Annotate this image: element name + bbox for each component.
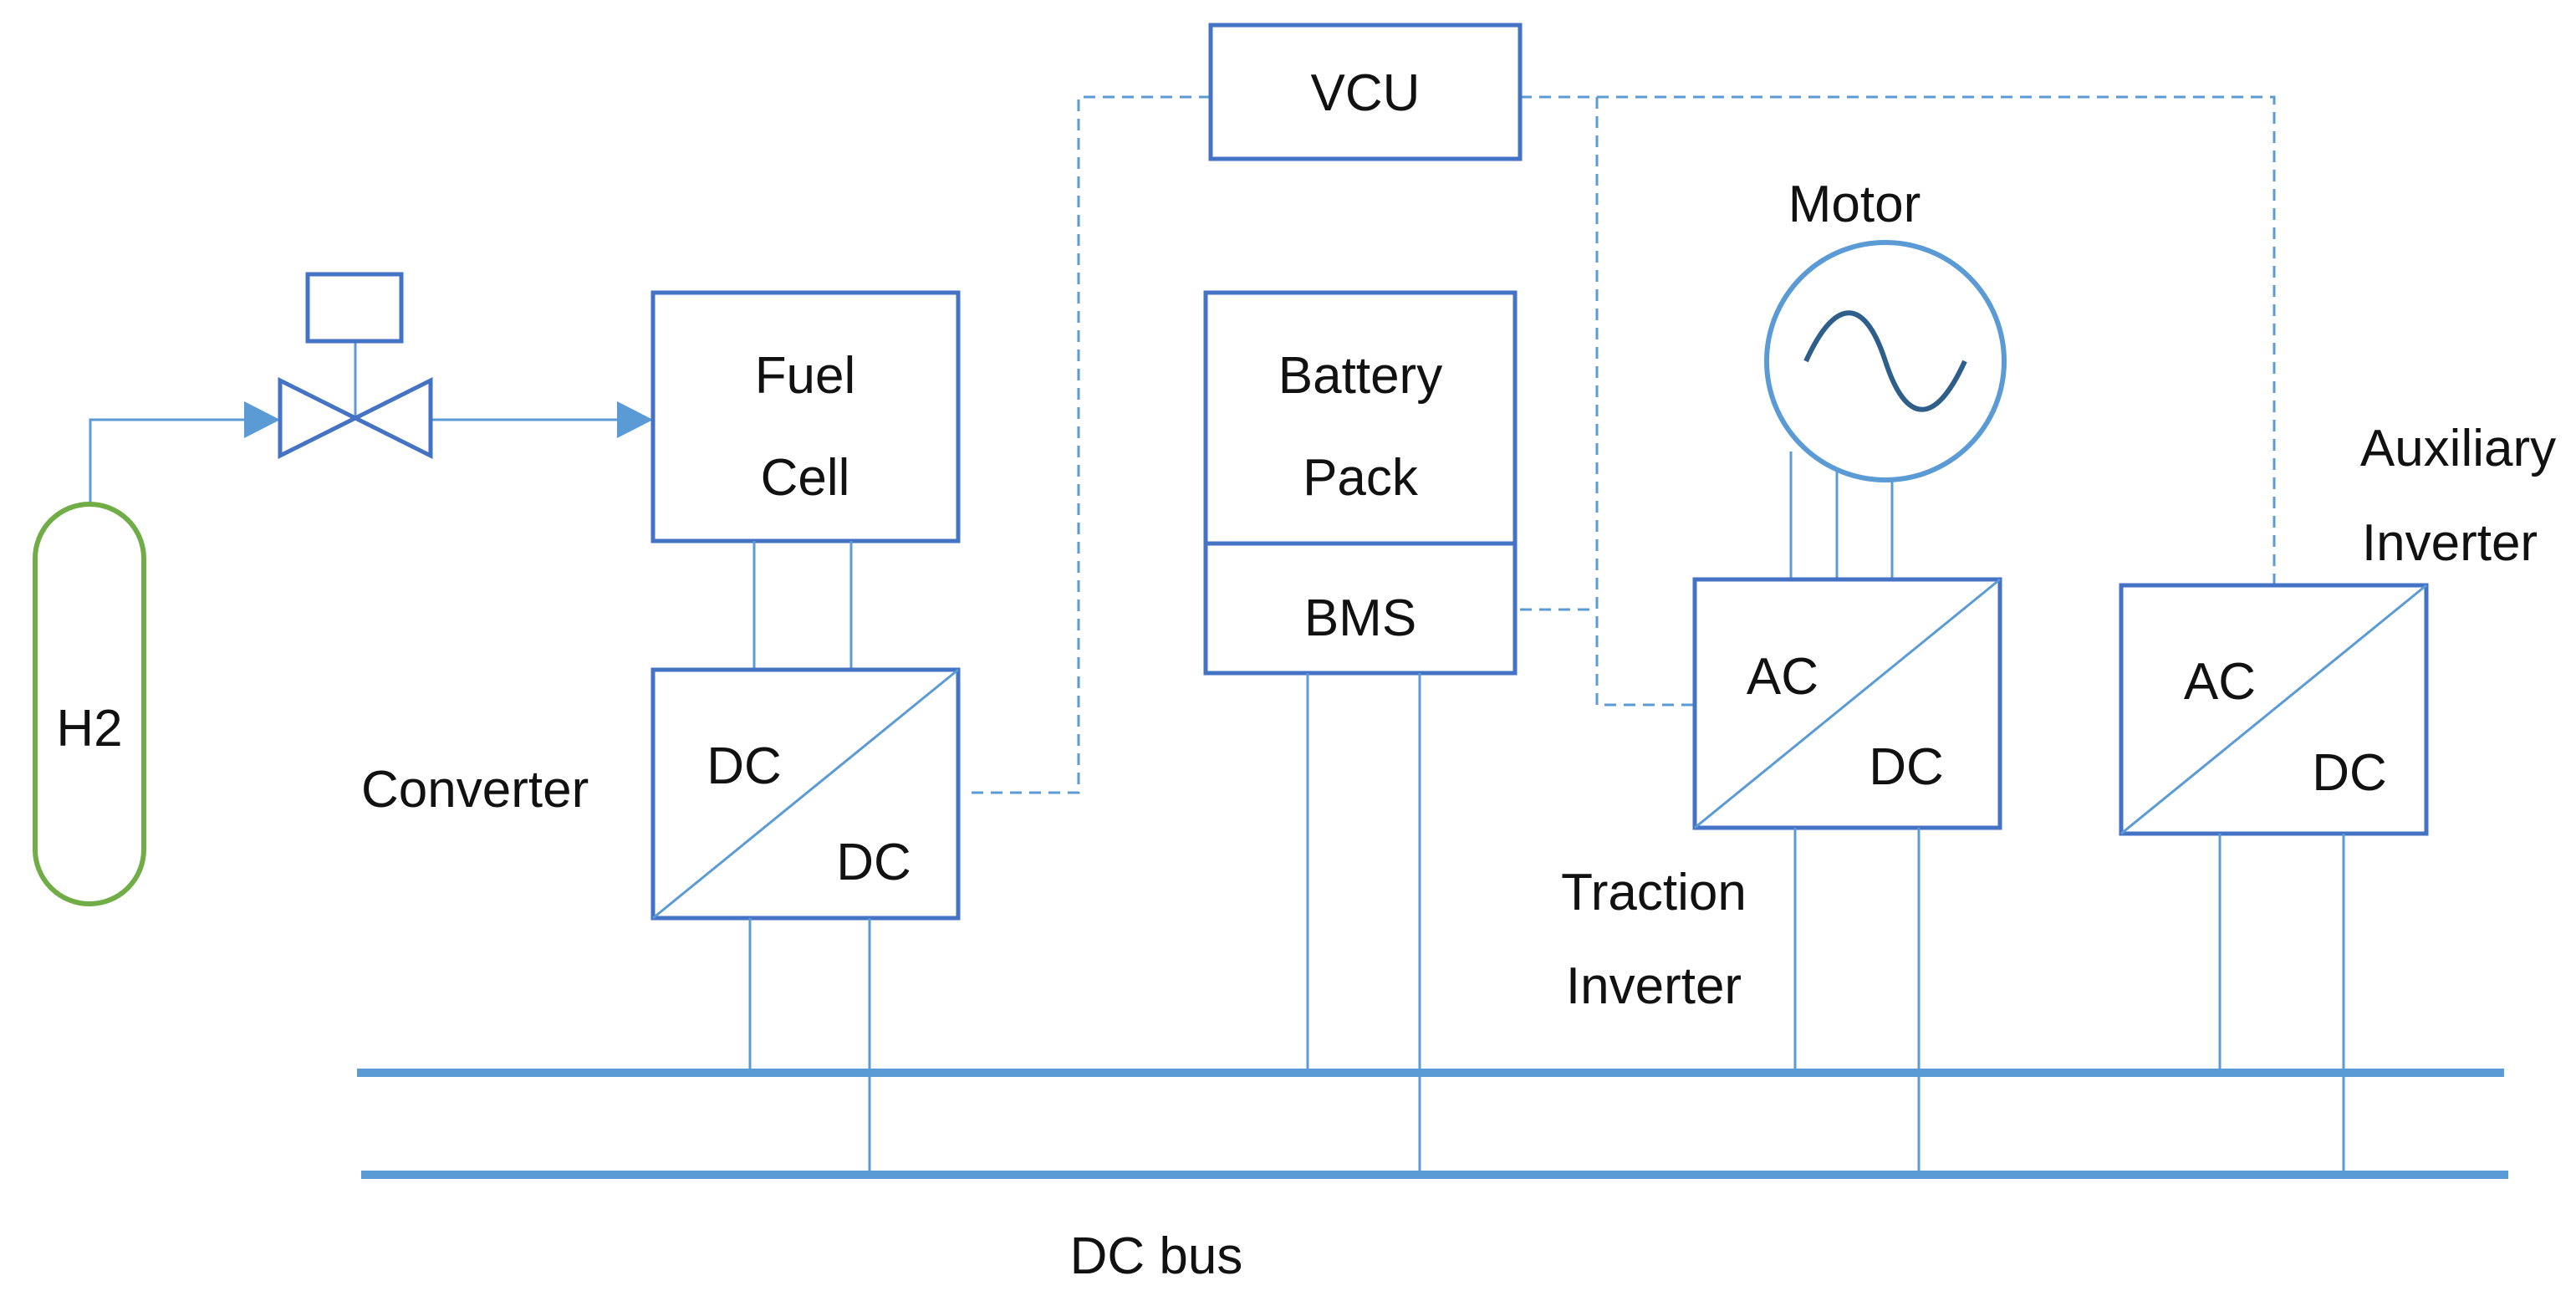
signal-vcu-to-converter — [970, 95, 1211, 794]
valve-actuator — [305, 272, 404, 344]
aux-label-line2: Inverter — [2362, 514, 2538, 572]
signal-vcu-to-traction-inverter — [1595, 97, 1695, 707]
valve-icon — [278, 376, 433, 460]
h2-label: H2 — [56, 700, 122, 758]
converter-dc-bottom: DC — [836, 834, 911, 891]
vcu-box — [1208, 23, 1523, 161]
auxiliary-inverter-diagonal — [2120, 584, 2427, 835]
bus-drop-wires — [748, 673, 2345, 1175]
converter-dc-top: DC — [706, 737, 782, 795]
bms-box — [1203, 541, 1518, 676]
fuel-cell-label-line2: Cell — [761, 449, 850, 507]
hydrogen-line — [89, 341, 623, 504]
fuel-cell-box — [650, 290, 961, 543]
motor-inverter-wires — [1789, 452, 1894, 579]
aux-dc-label: DC — [2312, 744, 2387, 802]
traction-label-line1: Traction — [1561, 864, 1747, 921]
control-signal-lines — [970, 95, 2276, 794]
arrow-head-icon — [244, 401, 280, 438]
sine-wave-icon — [1803, 310, 1967, 412]
traction-inverter-diagonal — [1694, 578, 2001, 829]
vcu-label: VCU — [1311, 64, 1421, 122]
signal-vcu-to-aux-inverter — [1520, 95, 2276, 585]
converter-label: Converter — [361, 761, 589, 819]
converter-diagonal — [652, 668, 959, 920]
battery-label-line1: Battery — [1278, 347, 1442, 405]
traction-label-line2: Inverter — [1566, 957, 1742, 1015]
dc-bus-label: DC bus — [1070, 1227, 1243, 1285]
traction-dc-label: DC — [1869, 738, 1944, 796]
h2-pipe-to-valve — [89, 418, 251, 504]
aux-ac-label: AC — [2184, 653, 2256, 711]
arrow-head-icon — [617, 401, 653, 438]
battery-label-line2: Pack — [1303, 449, 1419, 507]
traction-ac-label: AC — [1747, 648, 1819, 706]
aux-label-line1: Auxiliary — [2360, 420, 2556, 477]
battery-pack-box — [1203, 290, 1518, 546]
bms-label: BMS — [1304, 589, 1416, 647]
fuel-cell-label-line1: Fuel — [755, 347, 856, 405]
h2-tank — [33, 502, 146, 906]
motor-label: Motor — [1788, 176, 1921, 233]
fuel-cell-converter-wires — [752, 541, 853, 670]
